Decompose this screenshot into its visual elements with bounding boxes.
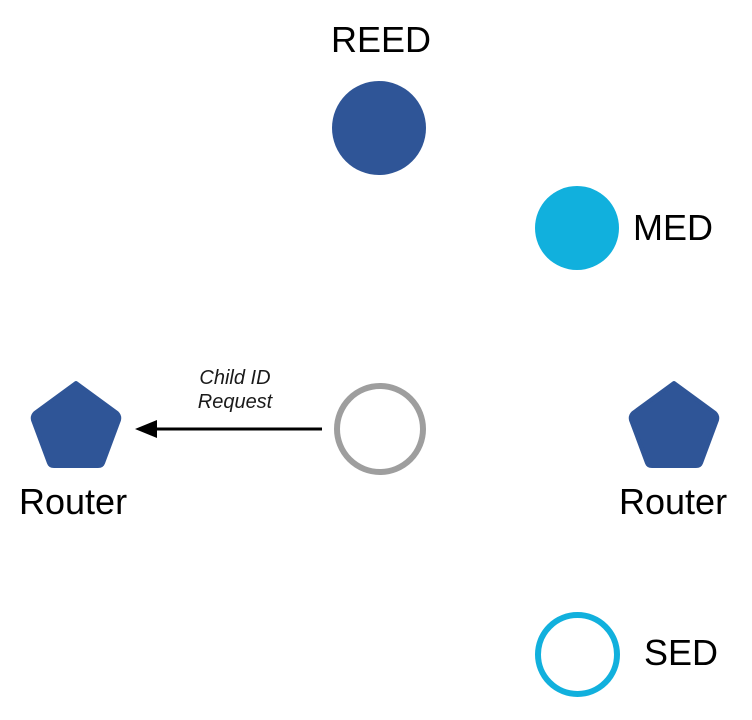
edge-label-child-id-request-line1: Child ID xyxy=(199,367,271,389)
med-node-circle-icon[interactable] xyxy=(535,186,619,270)
router-left-label: Router xyxy=(19,481,128,522)
router-left-pentagon-icon[interactable] xyxy=(30,380,122,468)
sed-label: SED xyxy=(644,632,719,673)
router-right-label: Router xyxy=(619,481,728,522)
edge-label-child-id-request-line2: Request xyxy=(197,391,273,413)
child-id-request-arrow-icon[interactable] xyxy=(130,405,330,453)
reed-node-circle-icon[interactable] xyxy=(332,81,426,175)
med-label: MED xyxy=(633,207,713,248)
sed-node-circle-icon[interactable] xyxy=(535,612,620,697)
reed-label: REED xyxy=(331,19,432,60)
router-right-pentagon-icon[interactable] xyxy=(628,380,720,468)
joiner-node-circle-icon[interactable] xyxy=(334,383,426,475)
